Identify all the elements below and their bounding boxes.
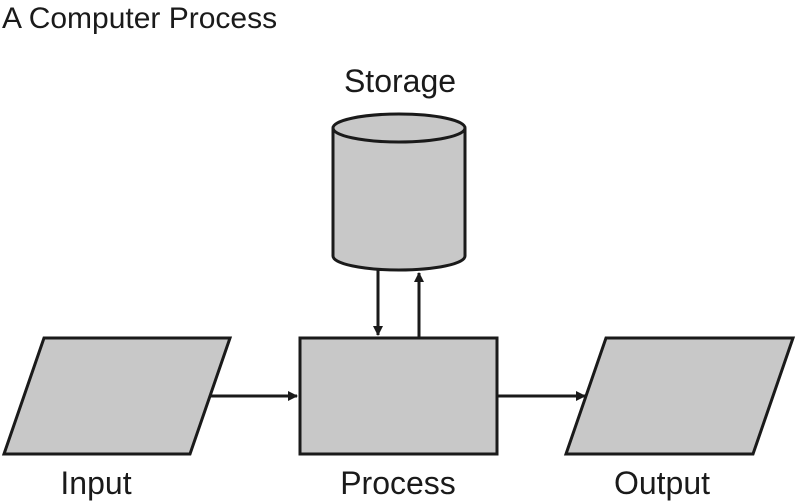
process-label: Process [340,465,456,501]
storage-cylinder-shape [331,112,467,272]
output-label: Output [613,465,711,501]
output-parallelogram-shape [563,336,796,456]
storage-label: Storage [343,63,457,99]
input-label: Input [60,465,132,501]
diagram-title: A Computer Process [2,2,278,35]
process-box-shape [298,336,499,456]
input-parallelogram-shape [1,336,233,456]
